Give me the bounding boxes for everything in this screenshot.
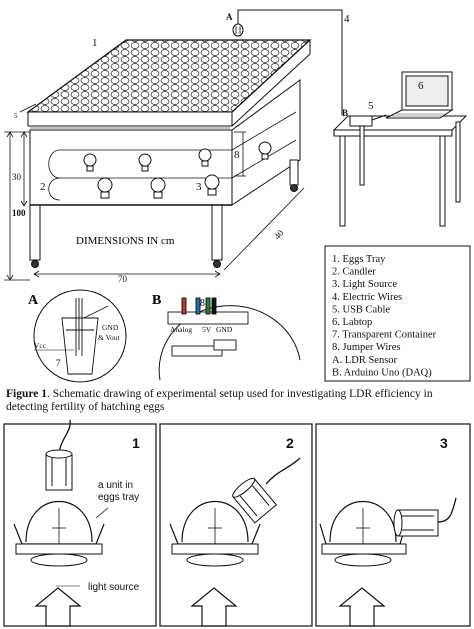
dim-100: 100 — [12, 208, 26, 218]
legend-item: 8. Jumper Wires — [332, 342, 401, 353]
dimension-lines — [4, 103, 305, 281]
inset-b-5v: 5V — [202, 325, 212, 334]
eggs-tray — [26, 39, 312, 113]
panel-1-light-label: light source — [88, 582, 140, 593]
inset-a-letter: A — [28, 293, 39, 308]
inset-b: B Analog 5V GND 8 — [152, 293, 301, 381]
inset-a-gnd: GND — [102, 323, 119, 332]
label-1: 1 — [92, 37, 98, 49]
table — [332, 115, 468, 227]
panel-3 — [315, 423, 471, 627]
panel-1-number: 1 — [132, 435, 140, 451]
incubator-box — [26, 39, 312, 268]
label-B: B — [342, 108, 348, 118]
legend-item: A. LDR Sensor — [332, 355, 398, 366]
inset-a-7: 7 — [56, 358, 61, 368]
dim-70: 70 — [118, 274, 128, 284]
label-3: 3 — [196, 181, 202, 193]
panel-1-unit-label-line1: a unit in — [98, 480, 133, 491]
legend-item: B. Arduino Uno (DAQ) — [332, 367, 432, 378]
label-2: 2 — [40, 181, 46, 193]
ldr-sensor-a — [232, 23, 244, 37]
legend-item: 3. Light Source — [332, 279, 397, 290]
inset-b-8: 8 — [200, 298, 205, 309]
candling-panels: 1 2 3 a unit in eggs tray light source — [3, 419, 471, 627]
panel-3-number: 3 — [440, 435, 448, 451]
inset-a-vcc: Vcc — [34, 341, 47, 350]
label-6: 6 — [418, 80, 424, 92]
dim-30: 30 — [12, 172, 22, 182]
electric-wires — [237, 9, 343, 115]
legend-item: 6. Labtop — [332, 317, 372, 328]
panel-2-number: 2 — [286, 435, 294, 451]
dimensions-text: DIMENSIONS IN cm — [76, 235, 175, 247]
label-4: 4 — [344, 13, 350, 25]
legend-item: 2. Candler — [332, 267, 376, 278]
label-8: 8 — [234, 149, 240, 161]
legend-item: 7. Transparent Container — [332, 330, 437, 341]
caption-prefix: Figure 1 — [6, 388, 47, 400]
legend-item: 4. Electric Wires — [332, 292, 402, 303]
inset-b-analog: Analog — [170, 325, 192, 334]
inset-a: A Vcc GND & Vout 7 — [28, 289, 127, 383]
arduino-b — [349, 114, 387, 127]
caption-text: . Schematic drawing of experimental setu… — [6, 388, 433, 413]
laptop — [385, 71, 454, 119]
inset-b-gnd: GND — [216, 325, 233, 334]
panel-2 — [159, 423, 313, 627]
inset-a-vout: & Vout — [98, 333, 121, 342]
figure-caption: Figure 1. Schematic drawing of experimen… — [6, 388, 470, 414]
dim-40: 40 — [272, 228, 286, 242]
legend-item: 1. Eggs Tray — [332, 254, 386, 265]
label-A: A — [226, 12, 233, 22]
panel-1-unit-label-line2: eggs tray — [98, 492, 139, 503]
panel-1 — [3, 419, 157, 627]
inset-b-letter: B — [152, 293, 161, 308]
dim-5: 5 — [14, 112, 18, 120]
label-5: 5 — [368, 100, 374, 112]
setup-schematic: 1 2 3 4 5 6 8 A B 30 100 70 40 5 DIMENSI… — [4, 9, 471, 383]
legend-item: 5. USB Cable — [332, 304, 390, 315]
